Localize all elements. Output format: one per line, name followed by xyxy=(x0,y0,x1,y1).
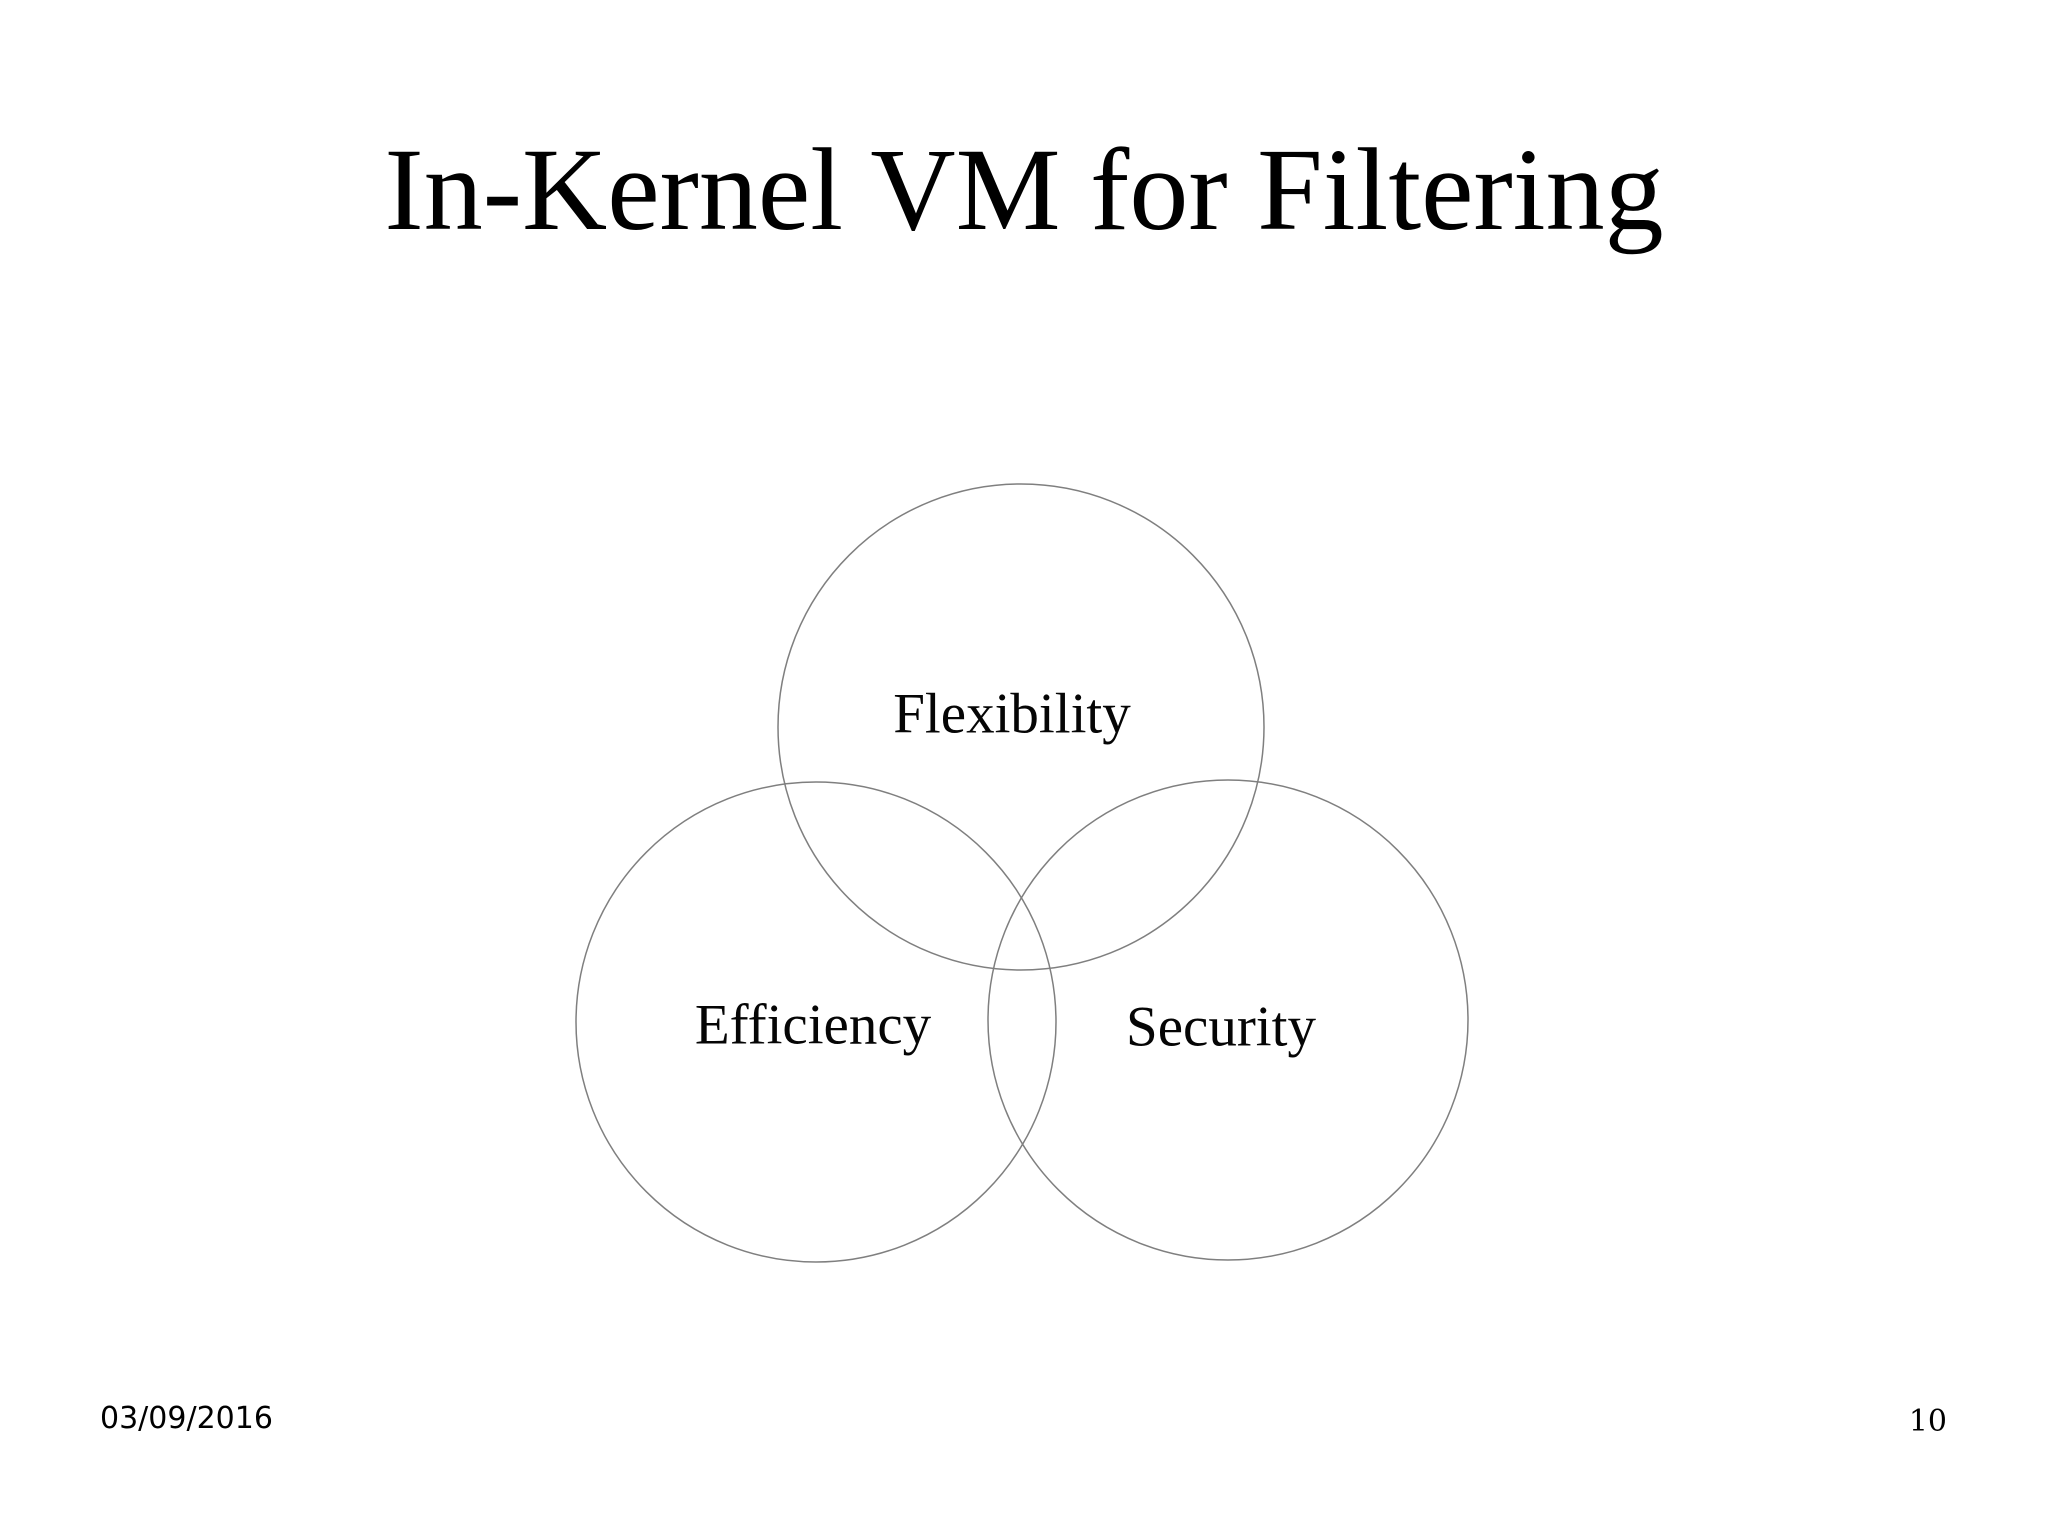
flexibility-circle xyxy=(777,483,1265,971)
slide-title: In-Kernel VM for Filtering xyxy=(384,124,1664,255)
footer-page-number: 10 xyxy=(1908,1404,1947,1439)
security-circle xyxy=(987,779,1469,1261)
footer-date: 03/09/2016 xyxy=(100,1401,273,1436)
venn-label-flexibility: Flexibility xyxy=(893,682,1131,746)
venn-label-security: Security xyxy=(1126,995,1316,1059)
venn-label-efficiency: Efficiency xyxy=(694,993,932,1057)
efficiency-circle xyxy=(575,781,1057,1263)
